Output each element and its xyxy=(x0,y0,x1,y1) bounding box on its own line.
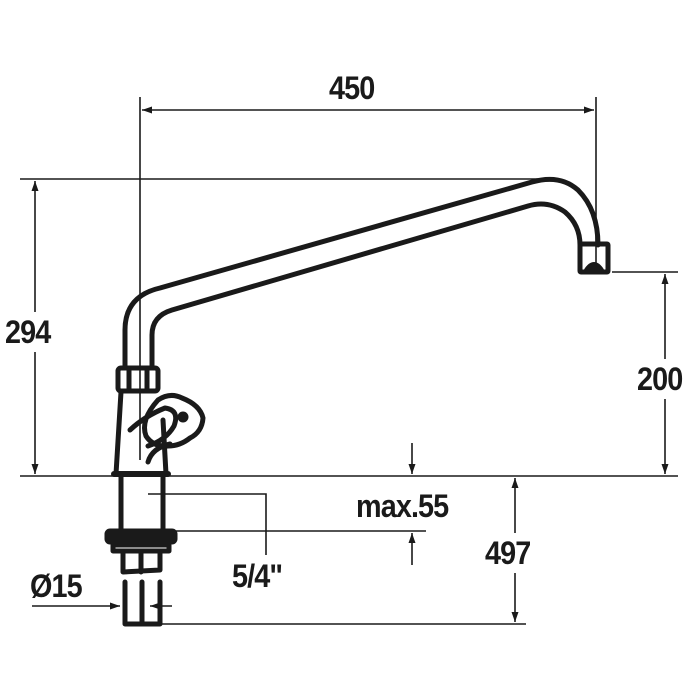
swivel-nut xyxy=(115,365,161,394)
dim-label-spout-reach: 450 xyxy=(329,70,375,106)
handle-stem xyxy=(145,441,173,465)
dim-label-total-length: 497 xyxy=(485,533,531,573)
spout-outer xyxy=(122,176,601,370)
handle xyxy=(142,392,206,449)
handle-screw xyxy=(177,411,189,423)
tap-outline xyxy=(104,176,611,627)
washer xyxy=(110,542,172,554)
dimension-lines xyxy=(31,106,669,622)
dim-label-thread-size: 5/4" xyxy=(232,558,283,594)
handle-lever xyxy=(127,405,179,449)
dim-label-connection-diameter: Ø15 xyxy=(30,568,83,604)
spout-inner xyxy=(149,201,583,370)
lock-nut xyxy=(104,528,178,545)
dim-label-outlet-height: 200 xyxy=(637,359,683,399)
valve-body xyxy=(113,389,169,477)
aerator xyxy=(583,262,605,274)
dim-label-max-deck-thickness: max.55 xyxy=(356,488,449,524)
dim-label-overall-height: 294 xyxy=(5,312,51,352)
